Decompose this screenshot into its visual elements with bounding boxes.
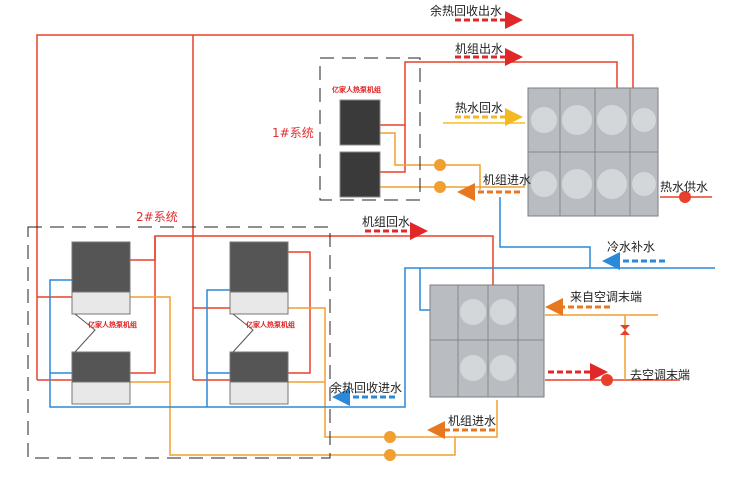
flow-arrows — [332, 11, 665, 439]
heat-pump-units — [339, 99, 381, 198]
label-cold-water-makeup: 冷水补水 — [607, 240, 656, 254]
valve-icon — [620, 325, 630, 335]
hot-water-tank-1 — [527, 87, 659, 217]
brand-label-system-2-left: 亿家人热泵机组 — [88, 320, 137, 329]
label-hot-water-return: 热水回水 — [455, 101, 504, 115]
heat-pump-modules — [71, 241, 289, 405]
pipes — [36, 34, 715, 456]
pumps — [384, 159, 691, 461]
brand-label-system-1: 亿家人热泵机组 — [332, 85, 381, 94]
label-unit-in-1: 机组进水 — [483, 173, 532, 187]
brand-label-system-2-right: 亿家人热泵机组 — [246, 320, 295, 329]
label-heat-recovery-out: 余热回收出水 — [430, 4, 503, 18]
system-1-boundary — [319, 57, 421, 201]
label-to-ac-terminal: 去空调末端 — [630, 368, 691, 382]
label-unit-out: 机组出水 — [455, 42, 504, 56]
system-2-boundary — [27, 226, 331, 459]
hot-water-tank-2 — [429, 284, 545, 398]
label-system-2: 2#系统 — [136, 210, 178, 224]
label-system-1: 1#系统 — [272, 126, 314, 140]
label-unit-in-2: 机组进水 — [448, 414, 497, 428]
label-hot-water-supply: 热水供水 — [660, 180, 709, 194]
label-from-ac-terminal: 来自空调末端 — [570, 290, 643, 304]
label-unit-return: 机组回水 — [362, 215, 411, 229]
label-heat-recovery-in: 余热回收进水 — [330, 381, 403, 395]
